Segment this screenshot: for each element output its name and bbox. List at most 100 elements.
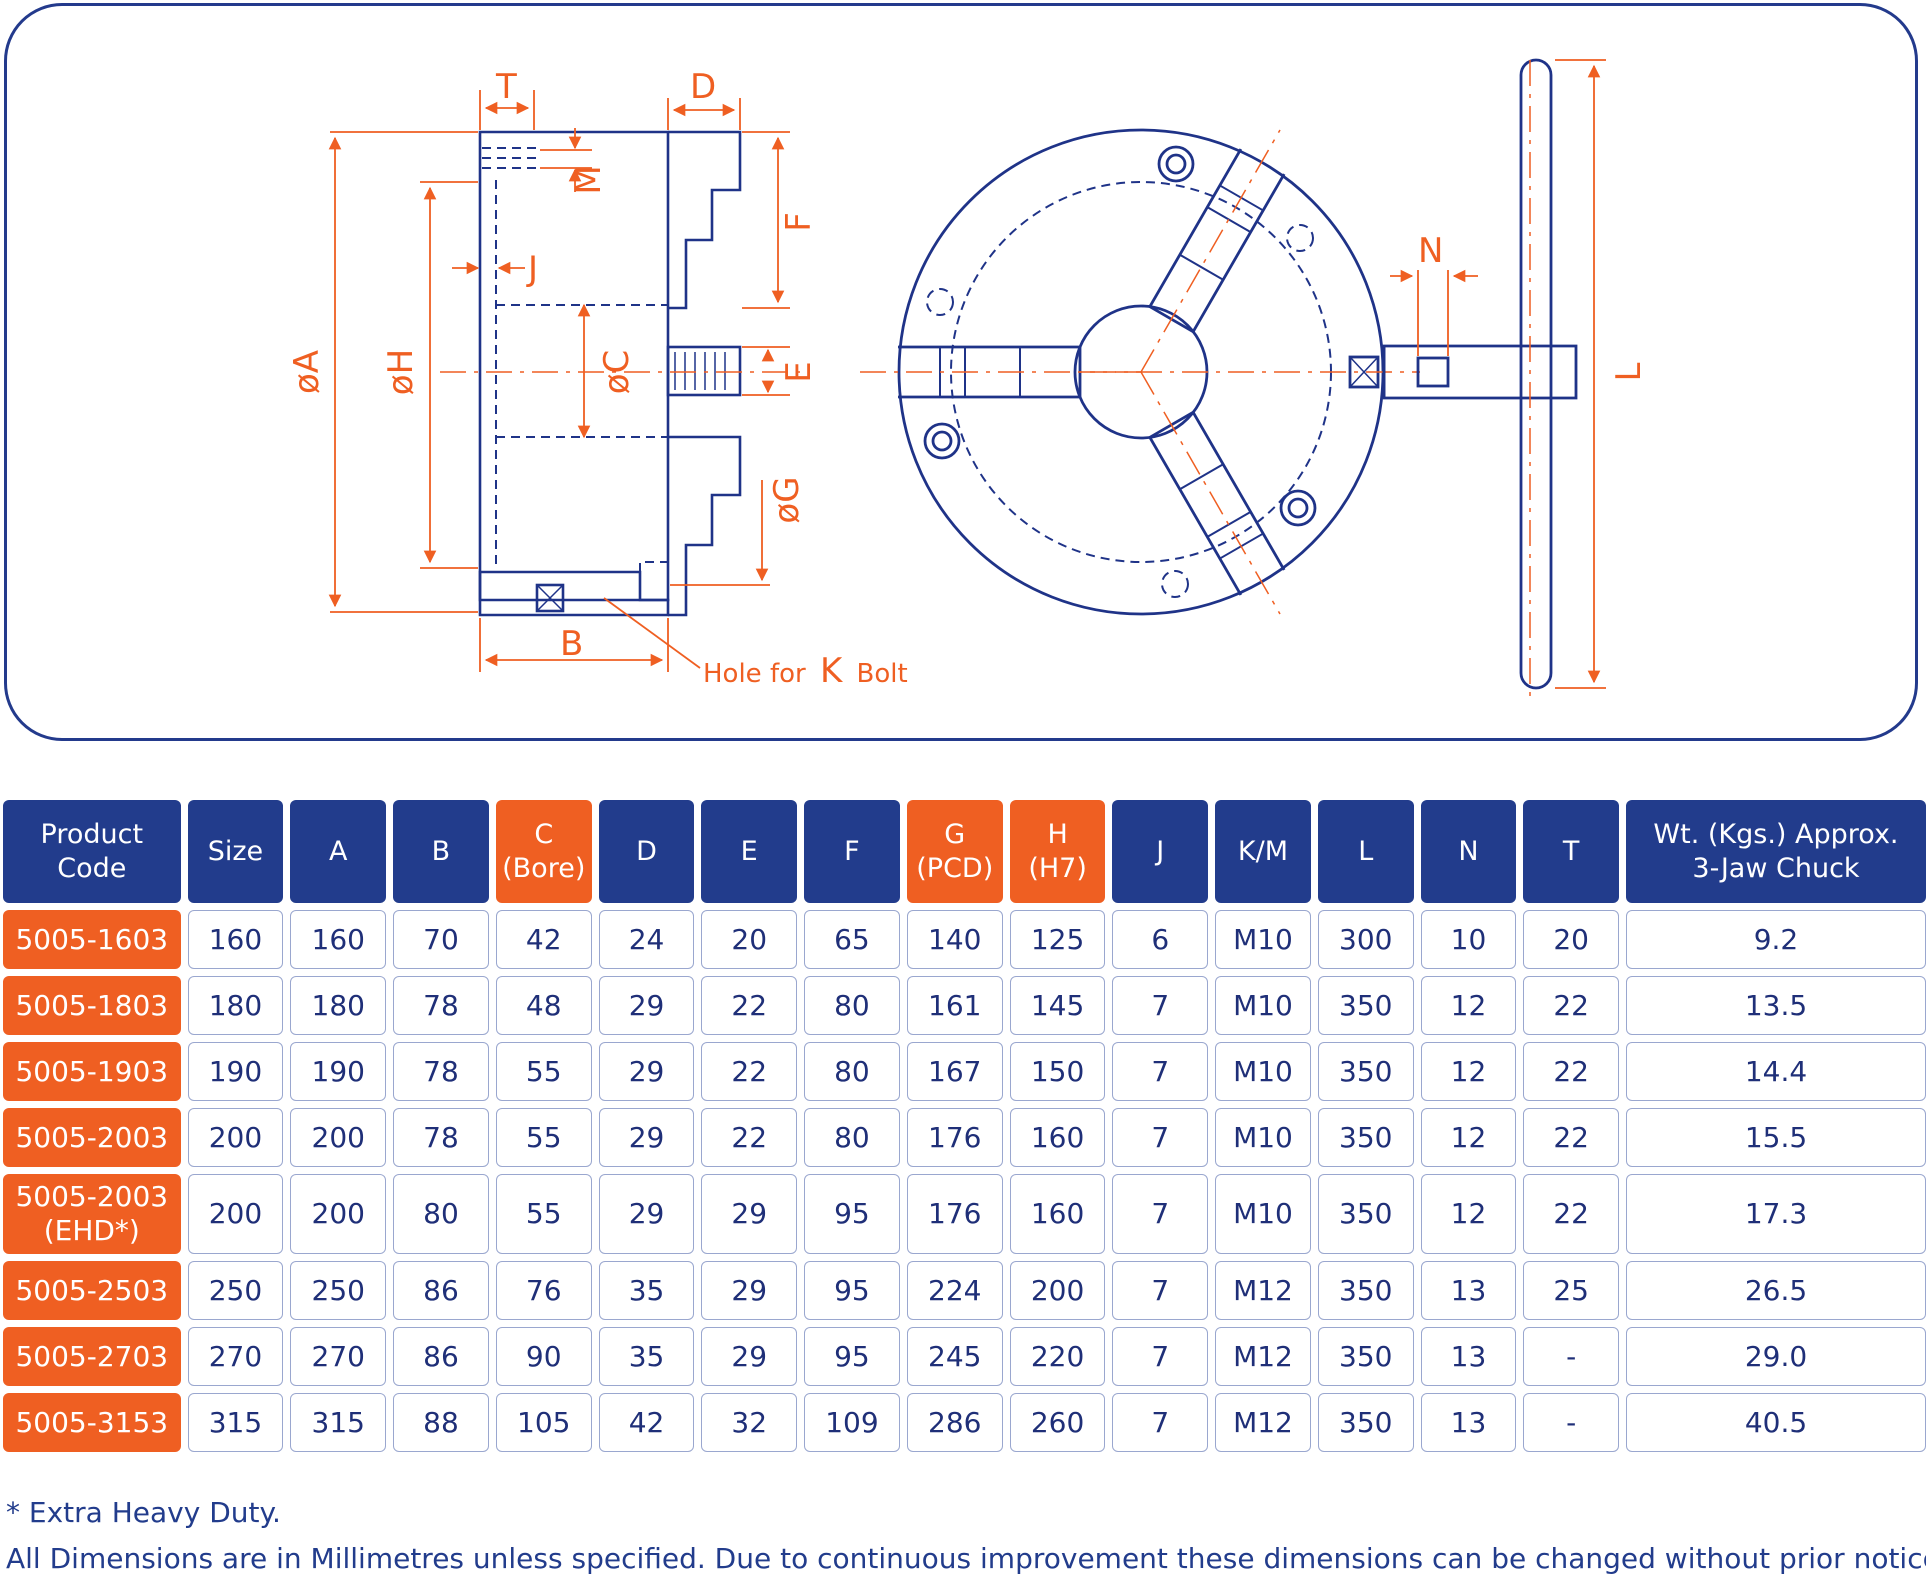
cell-g: 224 (906, 1261, 1003, 1320)
side-view (478, 130, 742, 617)
side-view-dimensions (328, 90, 790, 672)
header-line1: L (1358, 835, 1374, 867)
cell-h: 150 (1009, 1042, 1106, 1101)
cell-n: 12 (1420, 1042, 1517, 1101)
cell-t: 25 (1523, 1261, 1619, 1320)
cell-t: 22 (1523, 1174, 1619, 1254)
cell-l: 350 (1317, 976, 1414, 1035)
cell-b: 70 (393, 910, 489, 969)
cell-g: 286 (906, 1393, 1003, 1452)
cell-c: 55 (495, 1042, 592, 1101)
cell-b: 86 (393, 1261, 489, 1320)
cell-b: 78 (393, 1042, 489, 1101)
cell-l: 350 (1317, 1393, 1414, 1452)
cell-e: 20 (701, 910, 798, 969)
cell-t: - (1523, 1327, 1619, 1386)
cell-g: 176 (906, 1108, 1003, 1167)
header-line1: Size (207, 835, 264, 867)
header-line1: N (1458, 835, 1479, 867)
cell-a: 270 (290, 1327, 387, 1386)
cell-f: 109 (804, 1393, 900, 1452)
label-j: J (526, 249, 538, 289)
cell-d: 29 (598, 1108, 695, 1167)
front-view-centerlines (860, 129, 1420, 615)
cell-km: M10 (1215, 910, 1311, 969)
cell-n: 13 (1420, 1327, 1517, 1386)
product-code-text: 5005-2703 (15, 1340, 169, 1373)
header-line1: B (431, 835, 451, 867)
header-line1: K/M (1237, 835, 1289, 867)
cell-c: 48 (495, 976, 592, 1035)
cell-f: 95 (804, 1261, 900, 1320)
cell-e: 29 (701, 1327, 798, 1386)
cell-f: 65 (804, 910, 900, 969)
cell-n: 10 (1420, 910, 1517, 969)
chuck-technical-drawing: T D M J F E øA øH øC øG B Hole for K Bol… (287, 58, 1649, 700)
cell-j: 7 (1112, 1042, 1209, 1101)
cell-g: 245 (906, 1327, 1003, 1386)
cell-a: 200 (290, 1108, 387, 1167)
cell-c: 55 (495, 1108, 592, 1167)
header-line1: Wt. (Kgs.) Approx. (1653, 818, 1899, 850)
header-l: L (1317, 800, 1414, 903)
cell-size: 180 (187, 976, 284, 1035)
label-b: B (560, 624, 583, 664)
cell-f: 80 (804, 1108, 900, 1167)
cell-c: 76 (495, 1261, 592, 1320)
header-line1: J (1156, 835, 1165, 867)
cell-a: 200 (290, 1174, 387, 1254)
header-km: K/M (1215, 800, 1311, 903)
diagram-frame (4, 3, 1918, 741)
header-line1: T (1562, 835, 1580, 867)
header-line1: D (636, 835, 657, 867)
cell-size: 190 (187, 1042, 284, 1101)
header-h: H(H7) (1009, 800, 1106, 903)
product-code-text: 5005-2003 (15, 1121, 169, 1154)
header-line2: (H7) (1028, 852, 1087, 884)
cell-e: 29 (701, 1174, 798, 1254)
cell-l: 300 (1317, 910, 1414, 969)
cell-km: M12 (1215, 1393, 1311, 1452)
header-line2: (PCD) (916, 852, 994, 884)
header-e: E (701, 800, 798, 903)
cell-g: 167 (906, 1042, 1003, 1101)
cell-wt: 13.5 (1625, 976, 1926, 1035)
cell-f: 80 (804, 1042, 900, 1101)
cell-g: 140 (906, 910, 1003, 969)
cell-b: 88 (393, 1393, 489, 1452)
cell-size: 250 (187, 1261, 284, 1320)
cell-a: 160 (290, 910, 387, 969)
cell-c: 105 (495, 1393, 592, 1452)
cell-j: 7 (1112, 976, 1209, 1035)
cell-c: 55 (495, 1174, 592, 1254)
cell-f: 95 (804, 1327, 900, 1386)
cell-a: 250 (290, 1261, 387, 1320)
header-size: Size (187, 800, 284, 903)
header-f: F (804, 800, 900, 903)
cell-h: 200 (1009, 1261, 1106, 1320)
header-line1: G (944, 818, 966, 850)
cell-h: 160 (1009, 1174, 1106, 1254)
label-f: F (779, 212, 819, 232)
cell-j: 7 (1112, 1261, 1209, 1320)
cell-wt: 29.0 (1625, 1327, 1926, 1386)
cell-h: 145 (1009, 976, 1106, 1035)
cell-g: 176 (906, 1174, 1003, 1254)
cell-a: 180 (290, 976, 387, 1035)
header-n: N (1420, 800, 1517, 903)
cell-size: 160 (187, 910, 284, 969)
cell-km: M12 (1215, 1261, 1311, 1320)
key-dimensions (1390, 59, 1606, 700)
cell-t: 20 (1523, 910, 1619, 969)
product-code-text: (EHD*) (43, 1214, 140, 1247)
cell-h: 160 (1009, 1108, 1106, 1167)
product-code-cell: 5005-1603 (3, 910, 181, 969)
cell-n: 12 (1420, 976, 1517, 1035)
cell-h: 260 (1009, 1393, 1106, 1452)
cell-d: 42 (598, 1393, 695, 1452)
cell-wt: 15.5 (1625, 1108, 1926, 1167)
cell-h: 220 (1009, 1327, 1106, 1386)
